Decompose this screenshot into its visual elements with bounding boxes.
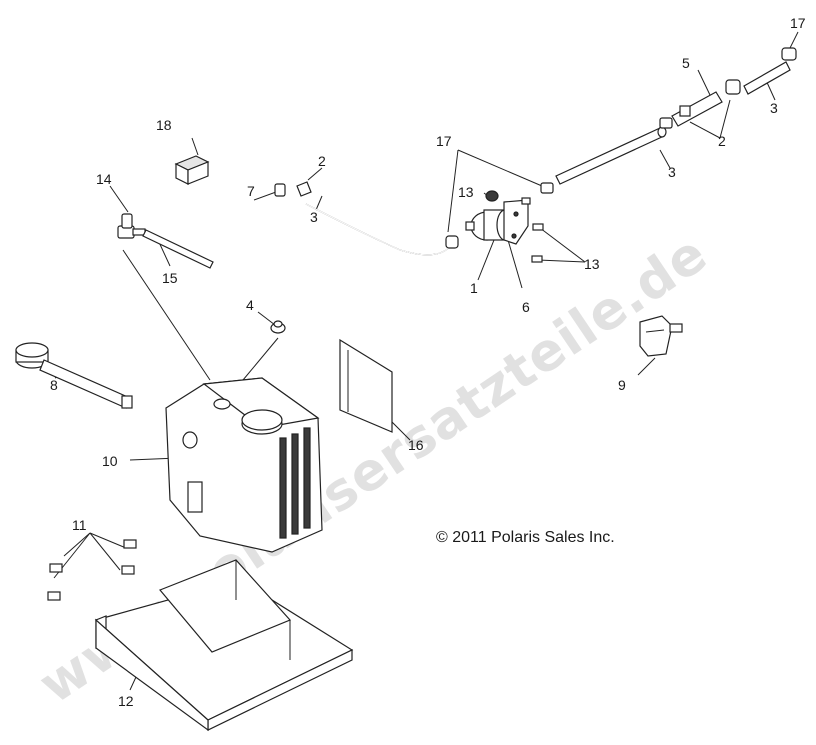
part-2-clamp-b [659, 117, 673, 129]
part-3-fuel-hose-short [743, 61, 791, 95]
part-2-clamp-a [296, 181, 312, 197]
callout-10: 10 [102, 453, 118, 469]
callout-15: 15 [162, 270, 178, 286]
callout-3-short: 3 [770, 100, 778, 116]
part-4-grommet [270, 320, 286, 334]
callout-8: 8 [50, 377, 58, 393]
callout-18: 18 [156, 117, 172, 133]
part-9-mounting-clip [639, 315, 683, 357]
callout-1: 1 [470, 280, 478, 296]
callout-13-pump: 13 [458, 184, 474, 200]
part-15-hose [142, 229, 214, 269]
callout-labels: 18 2 7 14 15 3 4 8 10 11 12 17 13 1 6 13… [50, 15, 806, 709]
part-8-fuel-cap-filler [15, 342, 133, 409]
part-14-elbow-fitting [117, 213, 146, 239]
part-3-fuel-hose-straight [555, 126, 667, 185]
part-13-bolt-b [531, 223, 544, 263]
part-17-clamp-a [540, 182, 554, 194]
callout-17-hose: 17 [790, 15, 806, 31]
callout-13-bracket: 13 [584, 256, 600, 272]
part-12-support-frame [94, 559, 354, 732]
callout-2-vent: 2 [318, 153, 326, 169]
part-17-clamp-b [781, 47, 797, 61]
part-5-fuel-filter [671, 91, 723, 127]
callout-9: 9 [618, 377, 626, 393]
callout-5: 5 [682, 55, 690, 71]
callout-16: 16 [408, 437, 424, 453]
part-3-fuel-hose-curved [305, 203, 459, 256]
callout-11: 11 [72, 517, 87, 533]
callout-7: 7 [247, 183, 255, 199]
part-7-vent-tube [274, 183, 286, 312]
part-2-clamp-c [725, 79, 741, 95]
part-6-pump-bracket [503, 197, 531, 245]
copyright-text: © 2011 Polaris Sales Inc. [436, 529, 615, 546]
callout-3-curved: 3 [310, 209, 318, 225]
callout-12: 12 [118, 693, 134, 709]
part-11-bolt-set [47, 539, 137, 601]
part-10-fuel-tank [165, 377, 323, 553]
callout-17-pump: 17 [436, 133, 452, 149]
part-18-foam-pad [174, 155, 210, 185]
part-16-heat-shield [339, 338, 393, 433]
callout-3-straight: 3 [668, 164, 676, 180]
callout-6: 6 [522, 299, 530, 315]
callout-14: 14 [96, 171, 112, 187]
callout-4: 4 [246, 297, 254, 313]
part-13-bolt-a [485, 190, 499, 202]
callout-2-filter: 2 [718, 133, 726, 149]
